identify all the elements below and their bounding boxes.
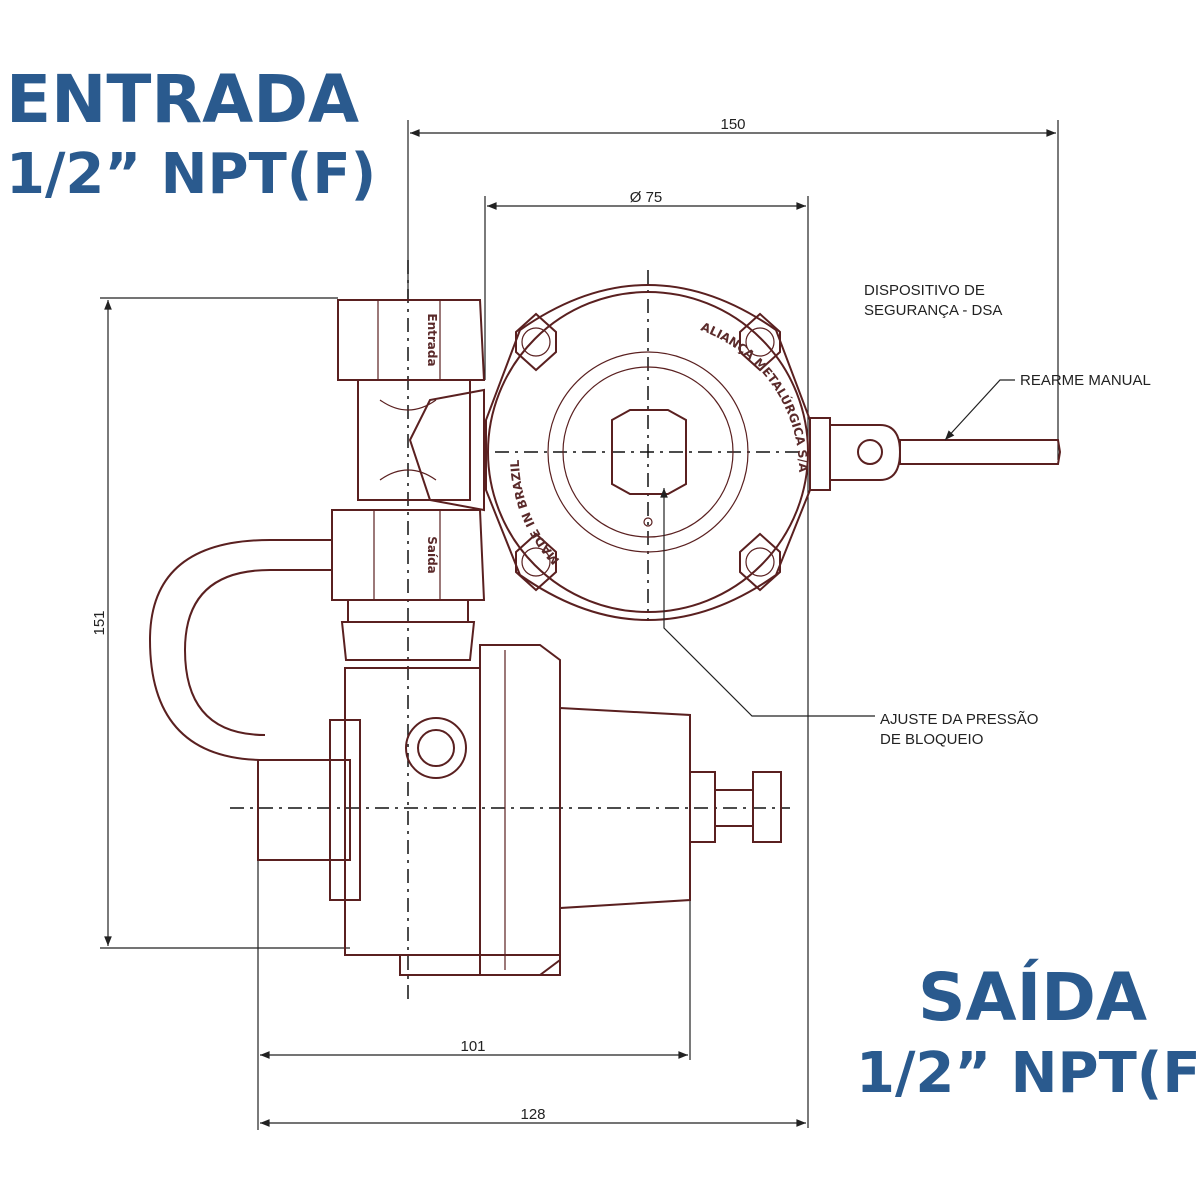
bypass-tube-inner [183,569,332,736]
ajuste-callout-line2: DE BLOQUEIO [880,731,983,748]
dsa-center-hex [611,409,687,495]
outlet-spec: 1/2” NPT(F) [856,1041,1200,1106]
inlet-hex-body: Entrada [337,299,486,381]
regulator-body [257,644,782,976]
dimension-75-label: Ø 75 [630,189,663,206]
dsa-callout-line2: SEGURANÇA - DSA [864,302,1002,319]
adjust-screw-dot [643,517,653,527]
outlet-hex-body: Saída [331,509,486,601]
reset-lever [809,417,1062,491]
union-nut [340,621,476,661]
maker-arc-text: ALIANÇA METALÚRGICA S/A [699,320,810,474]
dsa-connector [408,388,485,512]
dimension-101-label: 101 [460,1038,485,1055]
dimension-150-label: 150 [720,116,745,133]
outlet-title: SAÍDA [918,958,1147,1036]
bypass-tube-outer [148,539,332,761]
dsa-bolts [515,312,781,592]
entrada-mark: Entrada [425,313,439,366]
inlet-title: ENTRADA [6,61,359,138]
rearme-leader [944,379,1015,441]
dimension-128: 128 [260,1106,807,1127]
dimension-101: 101 [257,760,691,1130]
dimension-151-label: 151 [91,610,108,635]
ajuste-callout-line1: AJUSTE DA PRESSÃO [880,711,1038,728]
saida-mark: Saída [425,536,439,574]
inlet-spec: 1/2” NPT(F) [6,142,376,207]
dsa-callout-line1: DISPOSITIVO DE [864,282,985,299]
body-neck [357,380,471,501]
dimension-75: Ø 75 [484,189,809,1128]
ajuste-leader [660,488,875,717]
dimension-151: 151 [91,297,350,949]
dimension-128-label: 128 [520,1106,545,1123]
rearme-callout: REARME MANUAL [1020,372,1151,389]
